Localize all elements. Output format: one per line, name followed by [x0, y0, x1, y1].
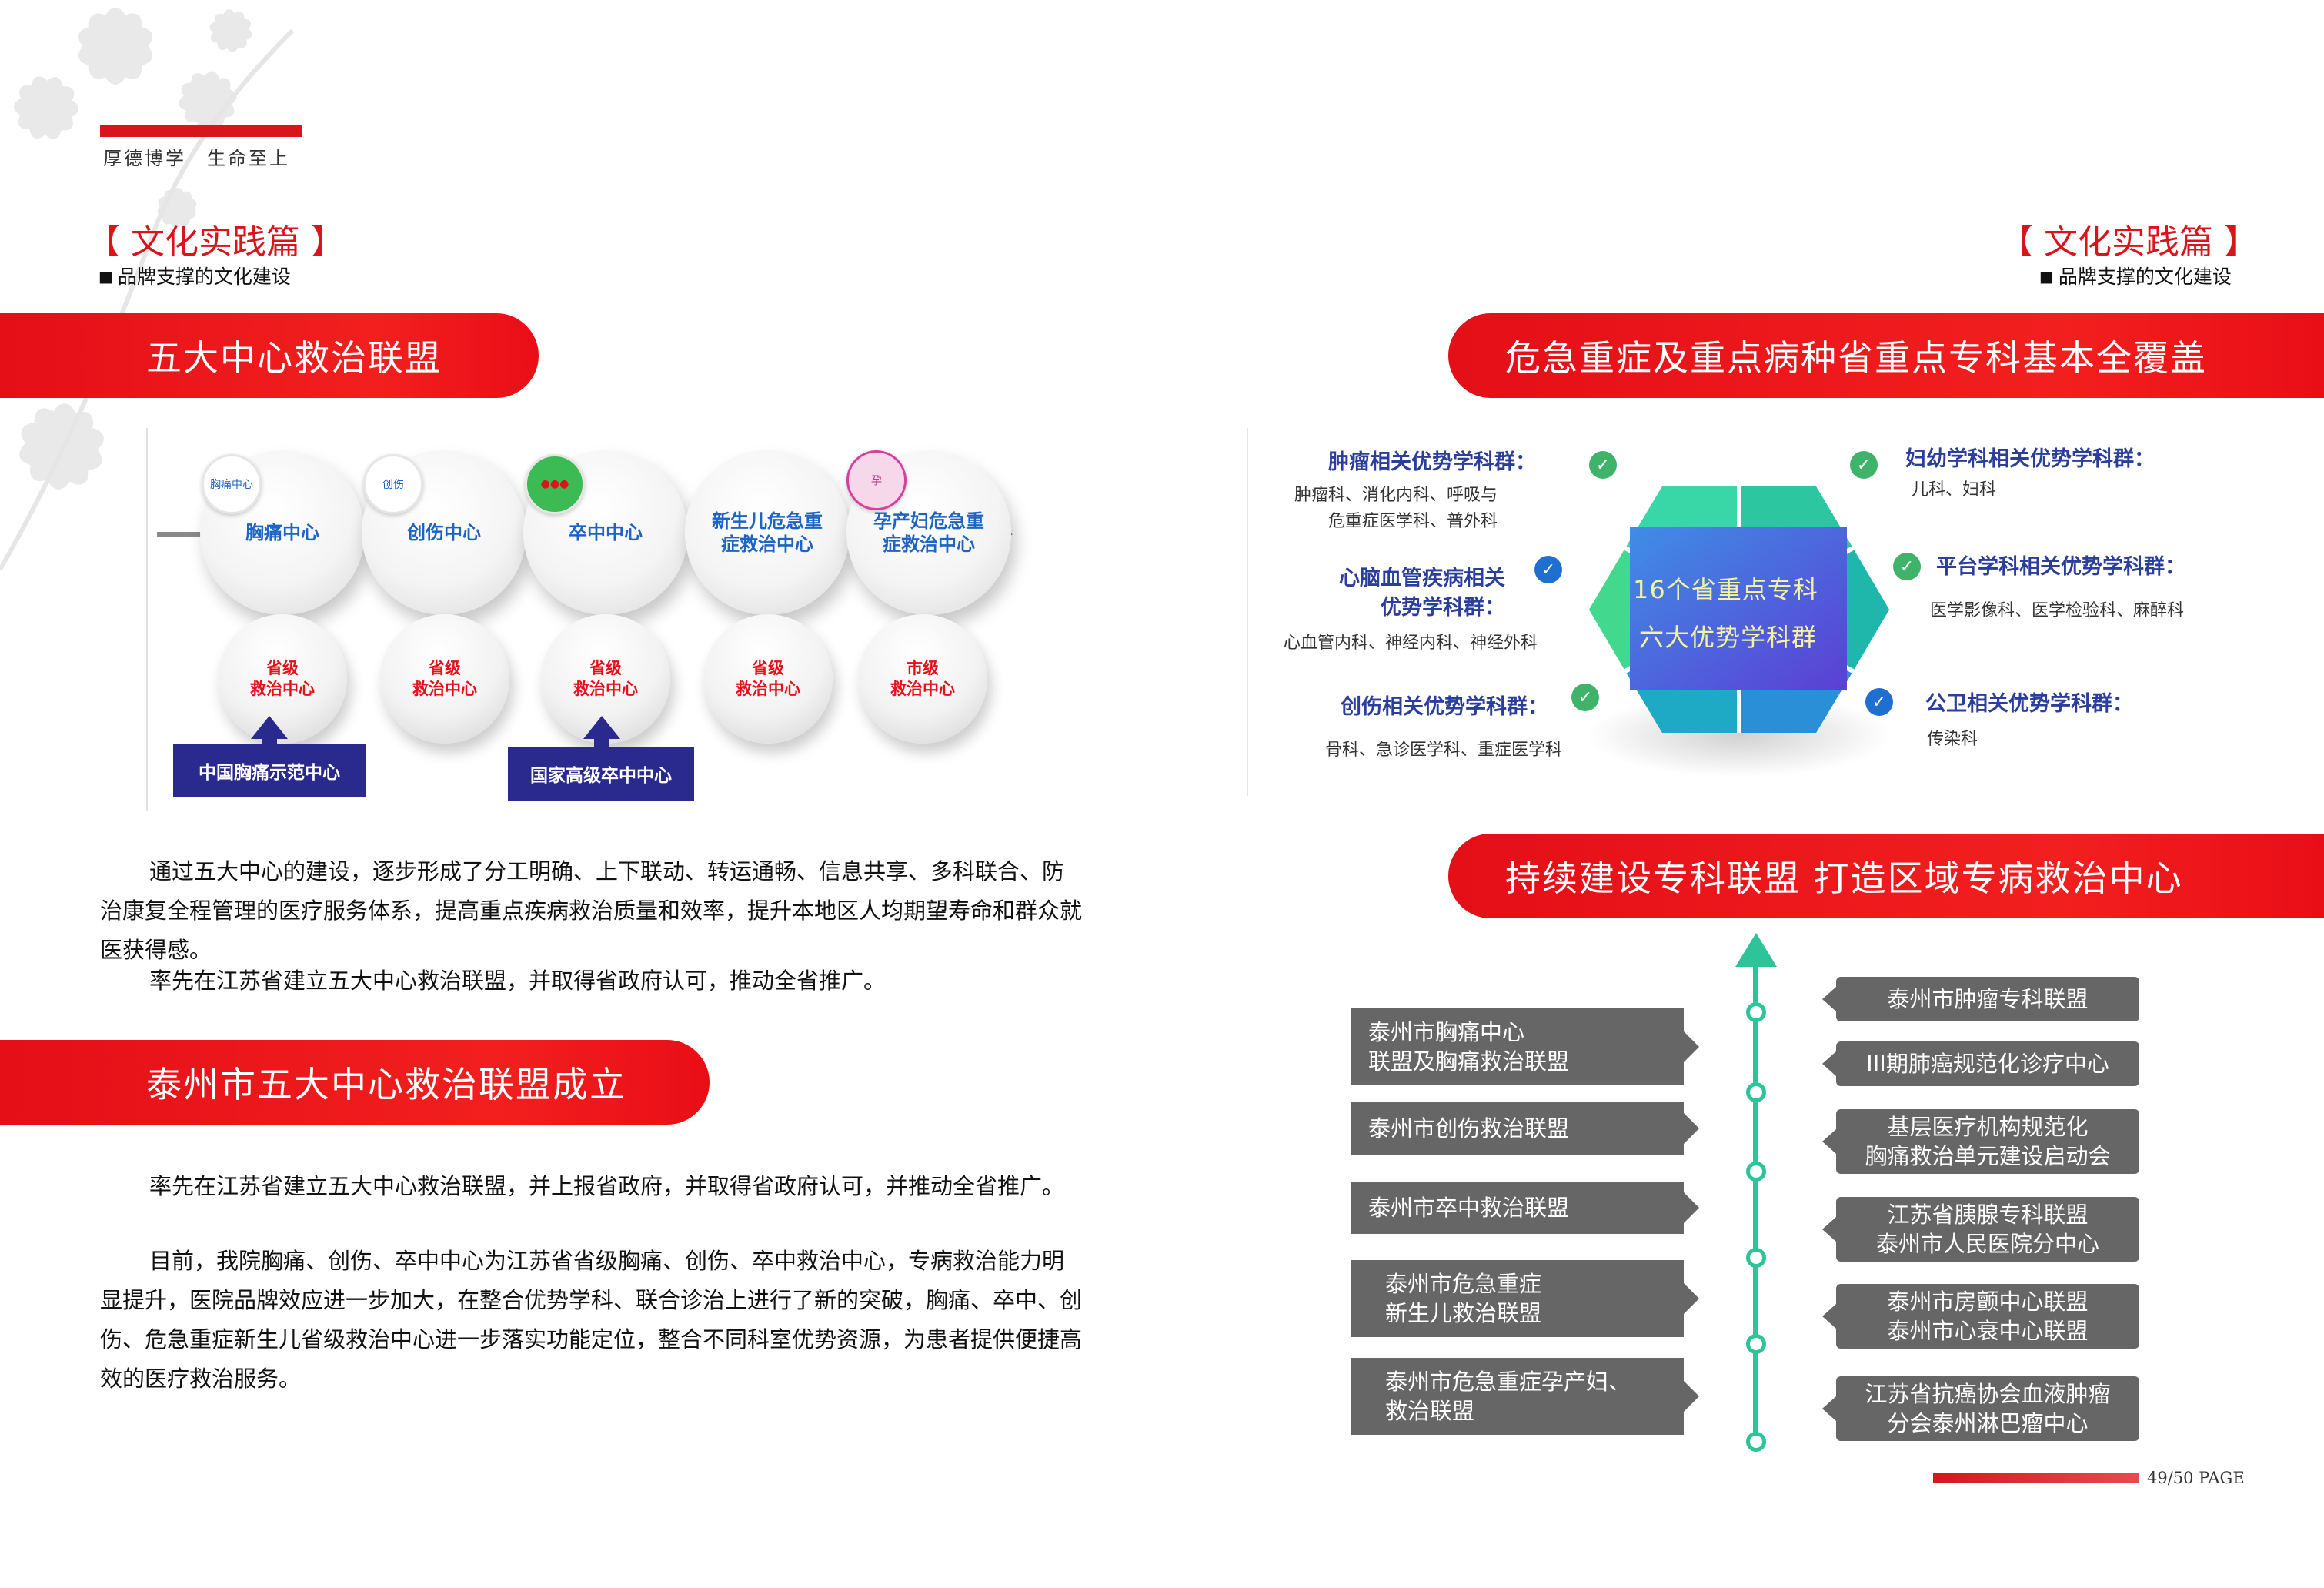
- lymphoma-center: 江苏省抗癌协会血液肿瘤分会泰州淋巴瘤中心: [1822, 1376, 2139, 1441]
- badge-national-chest-pain: 中国胸痛示范中心: [173, 744, 366, 797]
- trauma-logo-icon: 创伤: [363, 454, 423, 514]
- level-maternal: 市级救治中心: [858, 614, 987, 744]
- chest-pain-unit: 基层医疗机构规范化胸痛救治单元建设启动会: [1822, 1109, 2139, 1174]
- group-trauma-title: 创伤相关优势学科群：: [1341, 695, 1548, 719]
- af-hf-alliance: 泰州市房颤中心联盟泰州市心衰中心联盟: [1822, 1284, 2139, 1349]
- footer-red-bar: [1933, 1473, 2139, 1483]
- group-cardio-title: 心脑血管疾病相关优势学科群：: [1339, 567, 1505, 620]
- maternal-logo-icon: 孕: [846, 450, 907, 510]
- level-chest-pain: 省级救治中心: [218, 614, 347, 744]
- banner-five-centers: 五大中心救治联盟: [0, 313, 539, 398]
- timeline-node: [1746, 1432, 1766, 1452]
- timeline-line: [1753, 961, 1758, 1446]
- check-icon-oncology: ✓: [1589, 451, 1617, 479]
- group-platform-title: 平台学科相关优势学科群：: [1936, 555, 2185, 579]
- group-public-health-title: 公卫相关优势学科群：: [1925, 692, 2133, 716]
- level-trauma: 省级救治中心: [380, 614, 509, 744]
- up-arrow-icon-2: [583, 716, 620, 739]
- check-icon-public-health: ✓: [1865, 688, 1893, 716]
- group-trauma-items: 骨科、急诊医学科、重症医学科: [1325, 741, 1563, 760]
- group-oncology-title: 肿瘤相关优势学科群：: [1328, 450, 1536, 474]
- group-oncology-items: 肿瘤科、消化内科、呼吸与危重症医学科、普外科: [1294, 486, 1498, 531]
- section-title-left: 【 文化实践篇 】: [86, 222, 345, 262]
- section-subtitle-left: 品牌支撑的文化建设: [99, 262, 291, 289]
- banner-taizhou-alliance-text: 泰州市五大中心救治联盟成立: [146, 1064, 626, 1105]
- chest-pain-logo-icon: 胸痛中心: [202, 454, 262, 514]
- banner-five-centers-text: 五大中心救治联盟: [146, 337, 442, 379]
- alliance-maternal: 泰州市危急重症孕产妇、救治联盟: [1351, 1358, 1699, 1435]
- banner-key-specialties-text: 危急重症及重点病种省重点专科基本全覆盖: [1505, 337, 2207, 379]
- up-arrow-icon: [251, 716, 288, 739]
- lung-cancer-center: III期肺癌规范化诊疗中心: [1822, 1041, 2139, 1086]
- timeline-node: [1746, 1248, 1766, 1268]
- section-subtitle-right: 品牌支撑的文化建设: [2039, 262, 2232, 289]
- hex-label-line2: 六大优势学科群: [1639, 623, 1818, 652]
- center-neonatal: 新生儿危急重症救治中心: [685, 450, 850, 615]
- pancreas-alliance: 江苏省胰腺专科联盟泰州市人民医院分中心: [1822, 1197, 2139, 1262]
- level-neonatal: 省级救治中心: [703, 614, 833, 744]
- timeline-node: [1746, 1334, 1766, 1354]
- banner-taizhou-alliance: 泰州市五大中心救治联盟成立: [0, 1040, 710, 1125]
- group-platform-items: 医学影像科、医学检验科、麻醉科: [1930, 601, 2185, 620]
- timeline-node: [1746, 1162, 1766, 1182]
- banner-specialty-alliance-text: 持续建设专科联盟 打造区域专病救治中心: [1505, 858, 2183, 899]
- group-maternal-title: 妇幼学科相关优势学科群：: [1905, 447, 2155, 471]
- timeline-node: [1746, 1082, 1766, 1102]
- hex-diagram-divider: [1247, 428, 1248, 796]
- alliance-trauma: 泰州市创伤救治联盟: [1351, 1102, 1699, 1155]
- timeline-node: [1746, 1002, 1766, 1022]
- group-maternal-items: 儿科、妇科: [1912, 480, 1997, 500]
- alliance-chest-pain: 泰州市胸痛中心联盟及胸痛救治联盟: [1351, 1008, 1699, 1085]
- group-public-health-items: 传染科: [1927, 730, 1978, 749]
- timeline-arrowhead-up-icon: [1735, 933, 1777, 967]
- header-motto: 厚德博学 生命至上: [103, 148, 290, 169]
- alliance-stroke: 泰州市卒中救治联盟: [1351, 1182, 1699, 1234]
- floral-decoration: [0, 8, 295, 571]
- alliance-oncology: 泰州市肿瘤专科联盟: [1822, 977, 2139, 1021]
- paragraph-report: 率先在江苏省建立五大中心救治联盟，并上报省政府，并取得省政府认可，并推动全省推广…: [149, 1173, 1065, 1199]
- header-red-bar: [100, 125, 302, 137]
- diagram-divider: [146, 428, 148, 811]
- hexagon-graphic: [1589, 486, 1889, 733]
- check-icon-cardio: ✓: [1534, 556, 1562, 583]
- page-number: 49/50 PAGE: [2147, 1469, 2245, 1487]
- stroke-logo-icon: ●●●: [525, 454, 585, 514]
- alliance-neonatal: 泰州市危急重症新生儿救治联盟: [1351, 1260, 1699, 1337]
- group-cardio-items: 心血管内科、神经内科、神经外科: [1284, 634, 1538, 653]
- section-title-right: 【 文化实践篇 】: [1999, 222, 2258, 262]
- banner-specialty-alliance: 持续建设专科联盟 打造区域专病救治中心: [1448, 834, 2324, 918]
- check-icon-platform: ✓: [1893, 553, 1921, 580]
- paragraph-current: 目前，我院胸痛、创伤、卒中中心为江苏省省级胸痛、创伤、卒中救治中心，专病救治能力…: [100, 1248, 1083, 1392]
- paragraph-five-centers: 通过五大中心的建设，逐步形成了分工明确、上下联动、转运通畅、信息共享、多科联合、…: [100, 858, 1083, 963]
- check-icon-trauma: ✓: [1571, 684, 1599, 711]
- banner-key-specialties: 危急重症及重点病种省重点专科基本全覆盖: [1448, 313, 2324, 398]
- check-icon-maternal: ✓: [1850, 451, 1878, 479]
- hex-label-line1: 16个省重点专科: [1633, 575, 1818, 604]
- badge-national-stroke: 国家高级卒中中心: [508, 747, 694, 801]
- paragraph-first-province: 率先在江苏省建立五大中心救治联盟，并取得省政府认可，推动全省推广。: [149, 968, 887, 994]
